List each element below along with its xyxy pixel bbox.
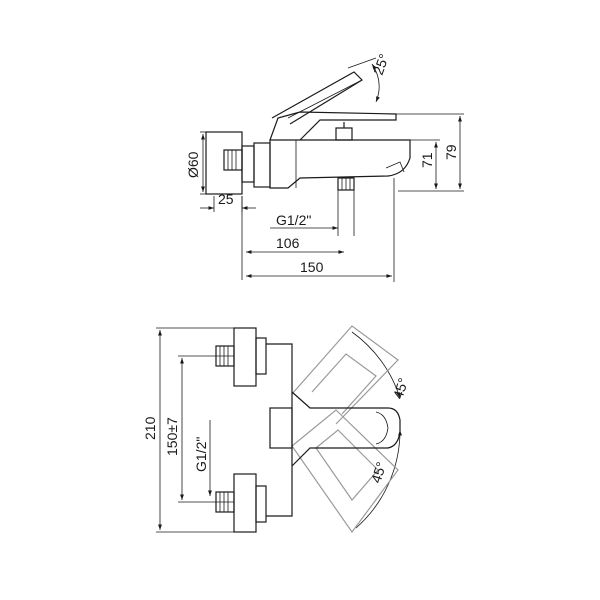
inlet-connector (223, 149, 243, 171)
lever-handle (271, 71, 363, 125)
upper-flange (233, 327, 257, 387)
lever-rotated-up (291, 325, 399, 425)
diameter-label: Ø60 (185, 151, 201, 178)
lever-cartridge (269, 111, 397, 141)
thread-top-label: G1/2" (276, 212, 311, 228)
dim-210-label: 210 (142, 416, 158, 440)
lever-straight (291, 391, 401, 467)
side-view (200, 57, 464, 282)
angle-45-lower-label: 45° (368, 460, 390, 485)
dim-79-label: 79 (443, 144, 459, 160)
dim-25-label: 25 (218, 191, 234, 207)
lower-flange (233, 473, 257, 533)
diverter-knob (335, 127, 353, 141)
dim-150-label: 150 (300, 259, 324, 275)
angle-25-label: 25° (370, 52, 392, 77)
dim-150-tol-label: 150±7 (164, 417, 180, 456)
angle-45-upper-label: 45° (390, 376, 412, 401)
lever-rotated-down (291, 409, 399, 534)
dim-106-label: 106 (276, 235, 300, 251)
top-view (156, 325, 402, 534)
neck (241, 145, 255, 183)
mixer-body (269, 139, 411, 189)
dim-71-label: 71 (419, 152, 435, 168)
thread-bottom-label: G1/2" (193, 437, 209, 472)
